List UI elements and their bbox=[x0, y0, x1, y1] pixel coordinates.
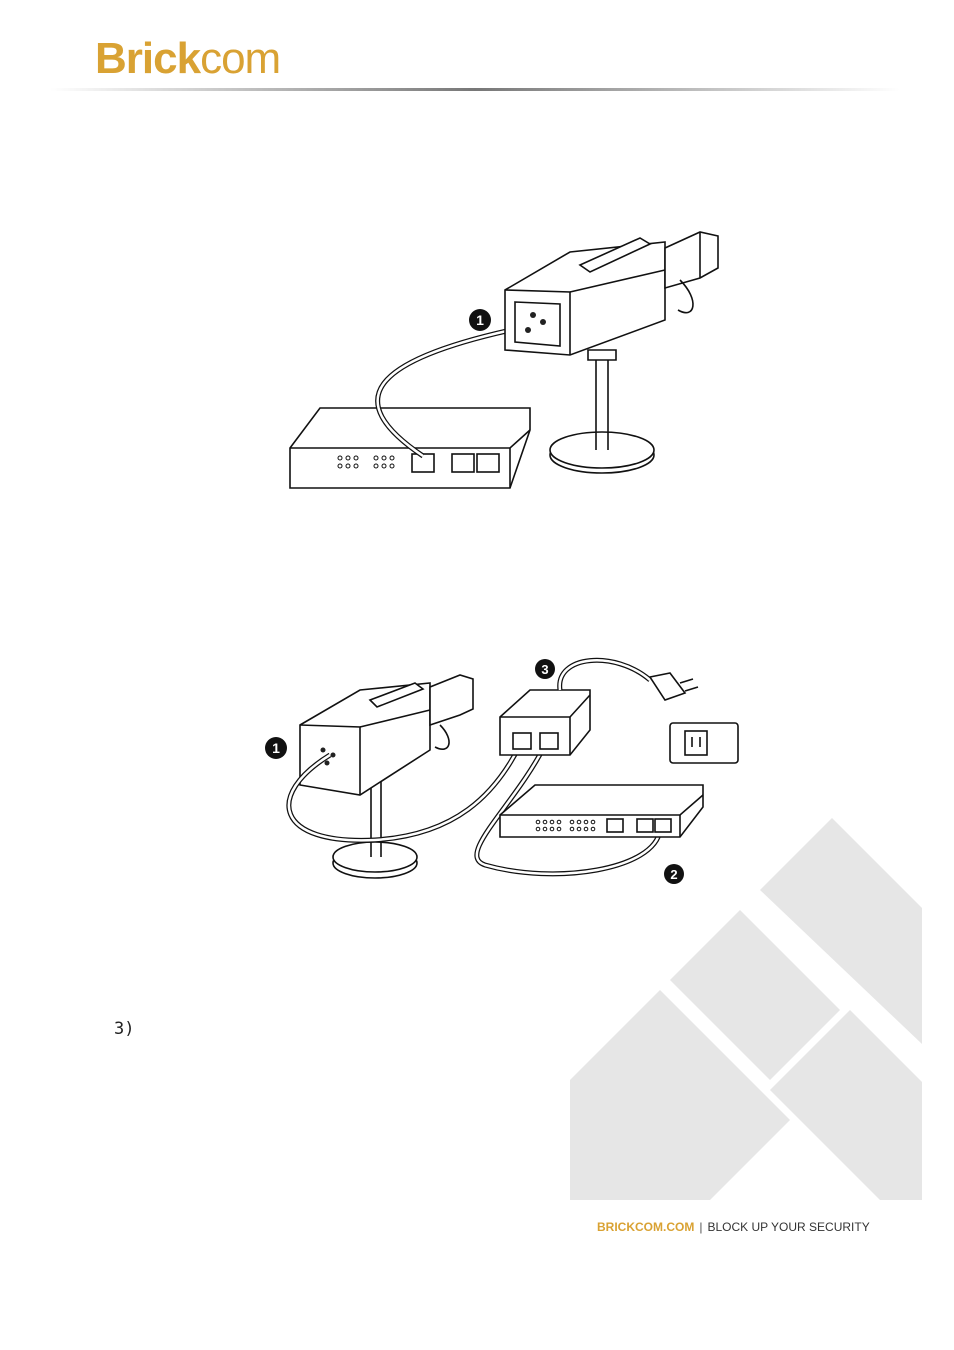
header-divider bbox=[50, 86, 900, 94]
logo-bold-text: Brick bbox=[95, 34, 200, 83]
footer-tagline: BLOCK UP YOUR SECURITY bbox=[707, 1220, 869, 1234]
brick-watermark bbox=[570, 810, 922, 1202]
camera-switch-connection-diagram: 1 bbox=[280, 210, 750, 500]
callout-3: 3 bbox=[535, 659, 555, 679]
footer-brand: BRICKCOM.COM bbox=[597, 1220, 694, 1234]
footer: BRICKCOM.COM | BLOCK UP YOUR SECURITY bbox=[597, 1220, 870, 1234]
callout-1-label: 1 bbox=[476, 312, 484, 328]
callout-1-label: 1 bbox=[272, 740, 280, 756]
callout-1: 1 bbox=[469, 309, 491, 331]
step-number: 3) bbox=[114, 1019, 134, 1039]
logo-light-text: com bbox=[200, 34, 280, 83]
footer-separator: | bbox=[699, 1220, 702, 1234]
brickcom-logo: Brickcom bbox=[95, 34, 280, 84]
callout-1: 1 bbox=[265, 737, 287, 759]
callout-3-label: 3 bbox=[541, 662, 548, 677]
